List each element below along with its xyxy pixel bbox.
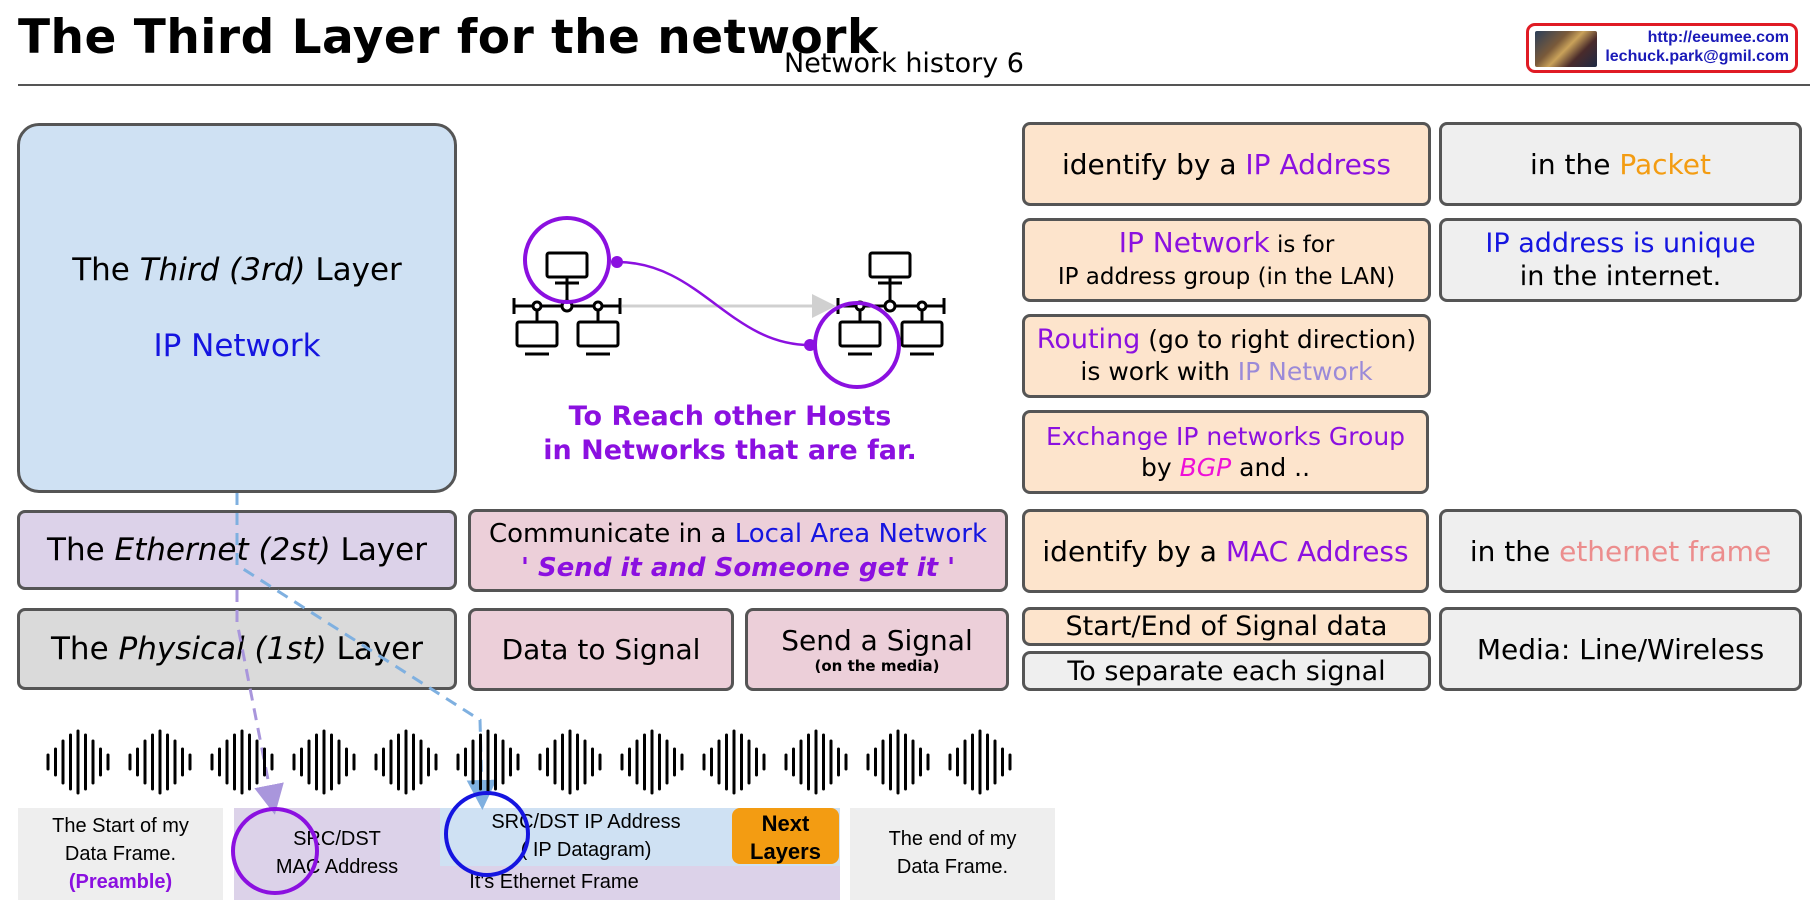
start-end-box: Start/End of Signal data <box>1022 607 1431 646</box>
ip-highlight-circle <box>444 791 530 877</box>
reach-caption: To Reach other Hosts in Networks that ar… <box>480 400 980 468</box>
reach-line-2: in Networks that are far. <box>543 435 917 466</box>
send-signal-label: Send a Signal <box>781 624 973 657</box>
packet-box: in the Packet <box>1439 122 1802 206</box>
ethernet-frame-label: It's Ethernet Frame <box>469 871 639 893</box>
start-end-label: Start/End of Signal data <box>1065 611 1388 642</box>
ip-network-line-1: IP Network is for <box>1118 226 1335 259</box>
packet-label: in the Packet <box>1530 147 1711 181</box>
page-title: The Third Layer for the network <box>18 10 879 65</box>
credit-email[interactable]: lechuck.park@gmil.com <box>1605 48 1789 65</box>
frame-end-label: The end of my Data Frame. <box>888 828 1017 878</box>
ethernet-layer-label: The Ethernet (2st) Layer <box>47 532 427 568</box>
ip-network-box: IP Network is for IP address group (in t… <box>1022 218 1431 302</box>
frame-start-segment <box>18 808 223 900</box>
ip-datagram-label: SRC/DST IP Address ( IP Datagram) <box>491 811 681 861</box>
next-layers-segment <box>732 808 839 864</box>
lan-line-2: ' Send it and Someone get it ' <box>520 552 956 583</box>
frame-start-label: The Start of my Data Frame. (Preamble) <box>18 812 223 896</box>
unique-box: IP address is unique in the internet. <box>1439 218 1802 302</box>
data-to-signal-box: Data to Signal <box>468 608 734 691</box>
send-signal-box: Send a Signal (on the media) <box>745 608 1009 691</box>
credit-url[interactable]: http://eeumee.com <box>1647 29 1789 46</box>
mac-highlight-circle <box>231 807 319 895</box>
unique-line-1: IP address is unique <box>1485 228 1756 259</box>
send-signal-sub: (on the media) <box>814 657 940 675</box>
third-layer-label: The Third (3rd) Layer <box>72 252 402 288</box>
credit-badge: http://eeumee.com lechuck.park@gmil.com <box>1526 23 1798 73</box>
ip-identify-box: identify by a IP Address <box>1022 122 1431 206</box>
source-host-highlight <box>523 216 611 304</box>
ip-to-datagram-arrow <box>235 493 497 810</box>
third-layer-box: The Third (3rd) Layer IP Network <box>17 123 457 493</box>
page-subtitle: Network history 6 <box>784 48 1024 79</box>
ethernet-to-mac-arrow <box>235 590 284 815</box>
mac-identify-box: identify by a MAC Address <box>1022 509 1429 593</box>
frame-end-segment <box>850 808 1055 900</box>
ip-network-line-2: IP address group (in the LAN) <box>1057 264 1396 290</box>
frame-label: in the ethernet frame <box>1469 534 1772 568</box>
separate-label: To separate each signal <box>1067 655 1386 687</box>
reach-path <box>616 260 811 347</box>
separate-box: To separate each signal <box>1022 651 1431 691</box>
unique-line-2: in the internet. <box>1519 261 1722 292</box>
frame-box: in the ethernet frame <box>1439 509 1802 593</box>
ip-identify-label: identify by a IP Address <box>1062 147 1391 181</box>
ip-network-label: IP Network <box>153 328 321 364</box>
data-to-signal-label: Data to Signal <box>501 633 701 666</box>
mac-identify-label: identify by a MAC Address <box>1042 534 1409 568</box>
avatar <box>1535 31 1597 67</box>
header-divider <box>18 84 1810 86</box>
lan-box: Communicate in a Local Area Network ' Se… <box>468 509 1008 592</box>
preamble-label: (Preamble) <box>68 871 173 893</box>
media-box: Media: Line/Wireless <box>1439 607 1802 691</box>
reach-line-1: To Reach other Hosts <box>568 401 892 432</box>
signal-waveform <box>46 729 1012 795</box>
lan-line-1: Communicate in a Local Area Network <box>488 518 988 549</box>
routing-line-1: Routing (go to right direction) <box>1036 324 1417 355</box>
physical-layer-label: The Physical (1st) Layer <box>51 631 423 667</box>
bgp-line-1: Exchange IP networks Group <box>1045 422 1406 451</box>
routing-box: Routing (go to right direction) is work … <box>1022 314 1431 398</box>
bgp-box: Exchange IP networks Group by BGP and .. <box>1022 410 1429 494</box>
bgp-line-2: by BGP and .. <box>1140 453 1311 482</box>
media-label: Media: Line/Wireless <box>1476 632 1765 666</box>
next-layers-label: Next Layers <box>750 811 821 864</box>
routing-line-2: is work with IP Network <box>1080 357 1373 386</box>
